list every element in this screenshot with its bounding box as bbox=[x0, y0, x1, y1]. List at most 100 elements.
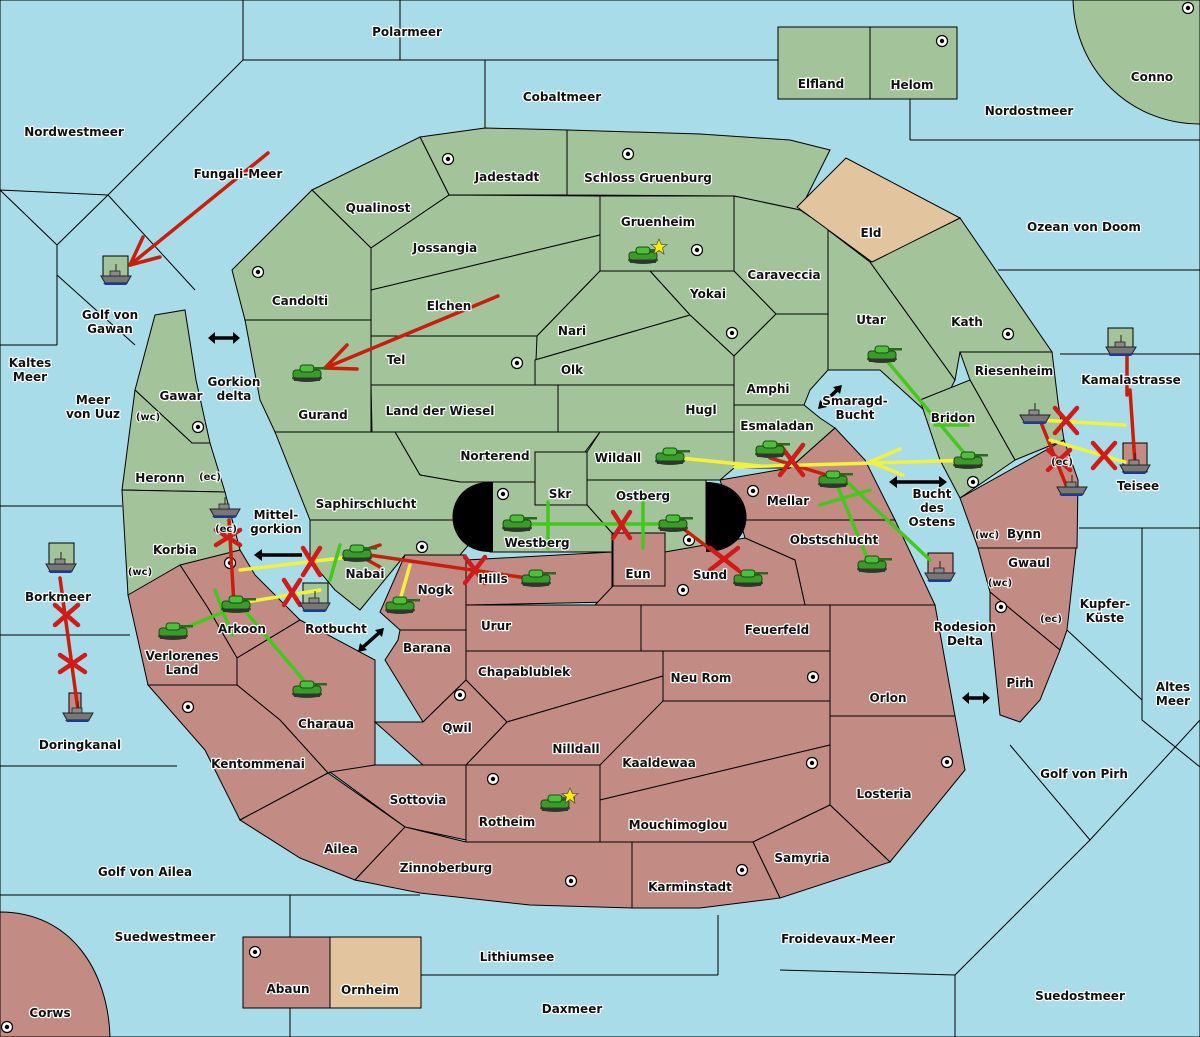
double-arrow-icon bbox=[208, 332, 240, 344]
label-yokai: Yokai bbox=[689, 287, 726, 301]
failed-x-icon bbox=[52, 602, 81, 628]
supply-center-icon bbox=[725, 326, 739, 340]
label-mittel-gorkion: Mittel-gorkion bbox=[250, 508, 302, 536]
failed-x-icon bbox=[1045, 447, 1073, 473]
label-ailea: Ailea bbox=[324, 842, 358, 856]
territory-eld[interactable] bbox=[796, 157, 962, 263]
label-gurand: Gurand bbox=[298, 408, 348, 422]
supply-center-icon bbox=[935, 34, 949, 48]
label-froidevaux-meer: Froidevaux-Meer bbox=[781, 932, 895, 946]
territory-candolti[interactable] bbox=[231, 189, 372, 321]
label-lithiumsee: Lithiumsee bbox=[480, 950, 555, 964]
label-ozean-von-doom: Ozean von Doom bbox=[1027, 220, 1141, 234]
coast-tag-ec: (ec) bbox=[1051, 457, 1073, 468]
support-orders bbox=[238, 418, 1127, 605]
territory-gruenheim[interactable] bbox=[599, 195, 735, 272]
territory-karminstadt[interactable] bbox=[631, 841, 781, 909]
label-hills: Hills bbox=[478, 572, 508, 586]
label-korbia: Korbia bbox=[153, 543, 197, 557]
supply-center-icon bbox=[746, 484, 760, 498]
label-bridon: Bridon bbox=[931, 411, 976, 425]
territory-heronn[interactable] bbox=[121, 388, 226, 493]
label-karminstadt: Karminstadt bbox=[648, 880, 732, 894]
label-nari: Nari bbox=[558, 324, 586, 338]
label-feuerfeld: Feuerfeld bbox=[745, 623, 810, 637]
territory-conno[interactable] bbox=[1072, 0, 1200, 125]
failed-x-icon bbox=[1090, 440, 1118, 471]
supply-center-icon bbox=[806, 670, 820, 684]
label-westberg: Westberg bbox=[504, 536, 569, 550]
double-arrow-icon bbox=[358, 628, 384, 652]
label-rotbucht: Rotbucht bbox=[305, 622, 367, 636]
label-golf-von-pirh: Golf von Pirh bbox=[1040, 767, 1128, 781]
label-kaaldewaa: Kaaldewaa bbox=[622, 756, 696, 770]
label-eun: Eun bbox=[625, 567, 650, 581]
label-nogk: Nogk bbox=[418, 583, 454, 597]
failed-marks bbox=[52, 405, 1118, 675]
failed-x-icon bbox=[610, 509, 633, 541]
territory-ornheim[interactable] bbox=[329, 936, 422, 1009]
territory-bridon[interactable] bbox=[919, 379, 1016, 499]
territory-pirh[interactable] bbox=[989, 590, 1061, 723]
territory-labels: PolarmeerCobaltmeerNordostmeerNordwestme… bbox=[8, 24, 1192, 1021]
label-sottovia: Sottovia bbox=[390, 793, 447, 807]
label-elfland: Elfland bbox=[798, 77, 844, 91]
label-barana: Barana bbox=[403, 641, 451, 655]
label-caraveccia: Caraveccia bbox=[747, 268, 820, 282]
label-esmaladan: Esmaladan bbox=[740, 419, 813, 433]
label-samyria: Samyria bbox=[774, 851, 829, 865]
impassable-zones bbox=[452, 482, 747, 552]
territory-corws[interactable] bbox=[0, 911, 111, 1037]
label-heronn: Heronn bbox=[135, 471, 184, 485]
label-obstschlucht: Obstschlucht bbox=[790, 533, 879, 547]
coast-tag-wc: (wc) bbox=[136, 412, 160, 423]
supply-center-icon bbox=[805, 756, 819, 770]
label-conno: Conno bbox=[1131, 70, 1173, 84]
label-ornheim: Ornheim bbox=[341, 983, 399, 997]
supply-center-icon bbox=[486, 772, 500, 786]
supply-center-icon bbox=[994, 600, 1008, 614]
label-nilldall: Nilldall bbox=[552, 742, 599, 756]
supply-center-icon bbox=[496, 487, 510, 501]
label-rotheim: Rotheim bbox=[479, 815, 536, 829]
territory-westberg[interactable] bbox=[489, 481, 613, 553]
label-doringkanal: Doringkanal bbox=[39, 738, 121, 752]
territory-helom[interactable] bbox=[869, 26, 958, 100]
supply-center-icon bbox=[676, 583, 690, 597]
label-kupfer-k-ste: Kupfer-Küste bbox=[1080, 597, 1130, 625]
supply-center-icon bbox=[248, 945, 262, 959]
failed-x-icon bbox=[281, 577, 303, 608]
supply-center-icon bbox=[690, 243, 704, 257]
coast-tag-wc: (wc) bbox=[975, 530, 999, 541]
label-orlon: Orlon bbox=[869, 691, 906, 705]
supply-center-icon bbox=[191, 420, 205, 434]
label-elchen: Elchen bbox=[427, 299, 472, 313]
supply-center-icon bbox=[510, 356, 524, 370]
label-helom: Helom bbox=[890, 78, 933, 92]
label-urur: Urur bbox=[481, 619, 511, 633]
double-arrow-icon bbox=[818, 385, 842, 409]
label-mellar: Mellar bbox=[767, 494, 809, 508]
label-neu-rom: Neu Rom bbox=[671, 671, 732, 685]
coast-tag-wc: (wc) bbox=[988, 578, 1012, 589]
label-tel: Tel bbox=[387, 353, 406, 367]
territory-rotheim[interactable] bbox=[465, 764, 601, 843]
label-losteria: Losteria bbox=[856, 787, 911, 801]
double-arrow-icon bbox=[254, 549, 302, 561]
supply-center-icon bbox=[564, 874, 578, 888]
label-land-der-wiesel: Land der Wiesel bbox=[386, 404, 495, 418]
territory-gwaul[interactable] bbox=[977, 547, 1077, 651]
label-wildall: Wildall bbox=[595, 451, 641, 465]
coast-tag-ec: (ec) bbox=[199, 472, 221, 483]
territory-schloss-gruenburg[interactable] bbox=[566, 129, 831, 211]
red-territories bbox=[0, 427, 1148, 1037]
label-nordwestmeer: Nordwestmeer bbox=[24, 125, 124, 139]
label-arkoon: Arkoon bbox=[218, 622, 266, 636]
